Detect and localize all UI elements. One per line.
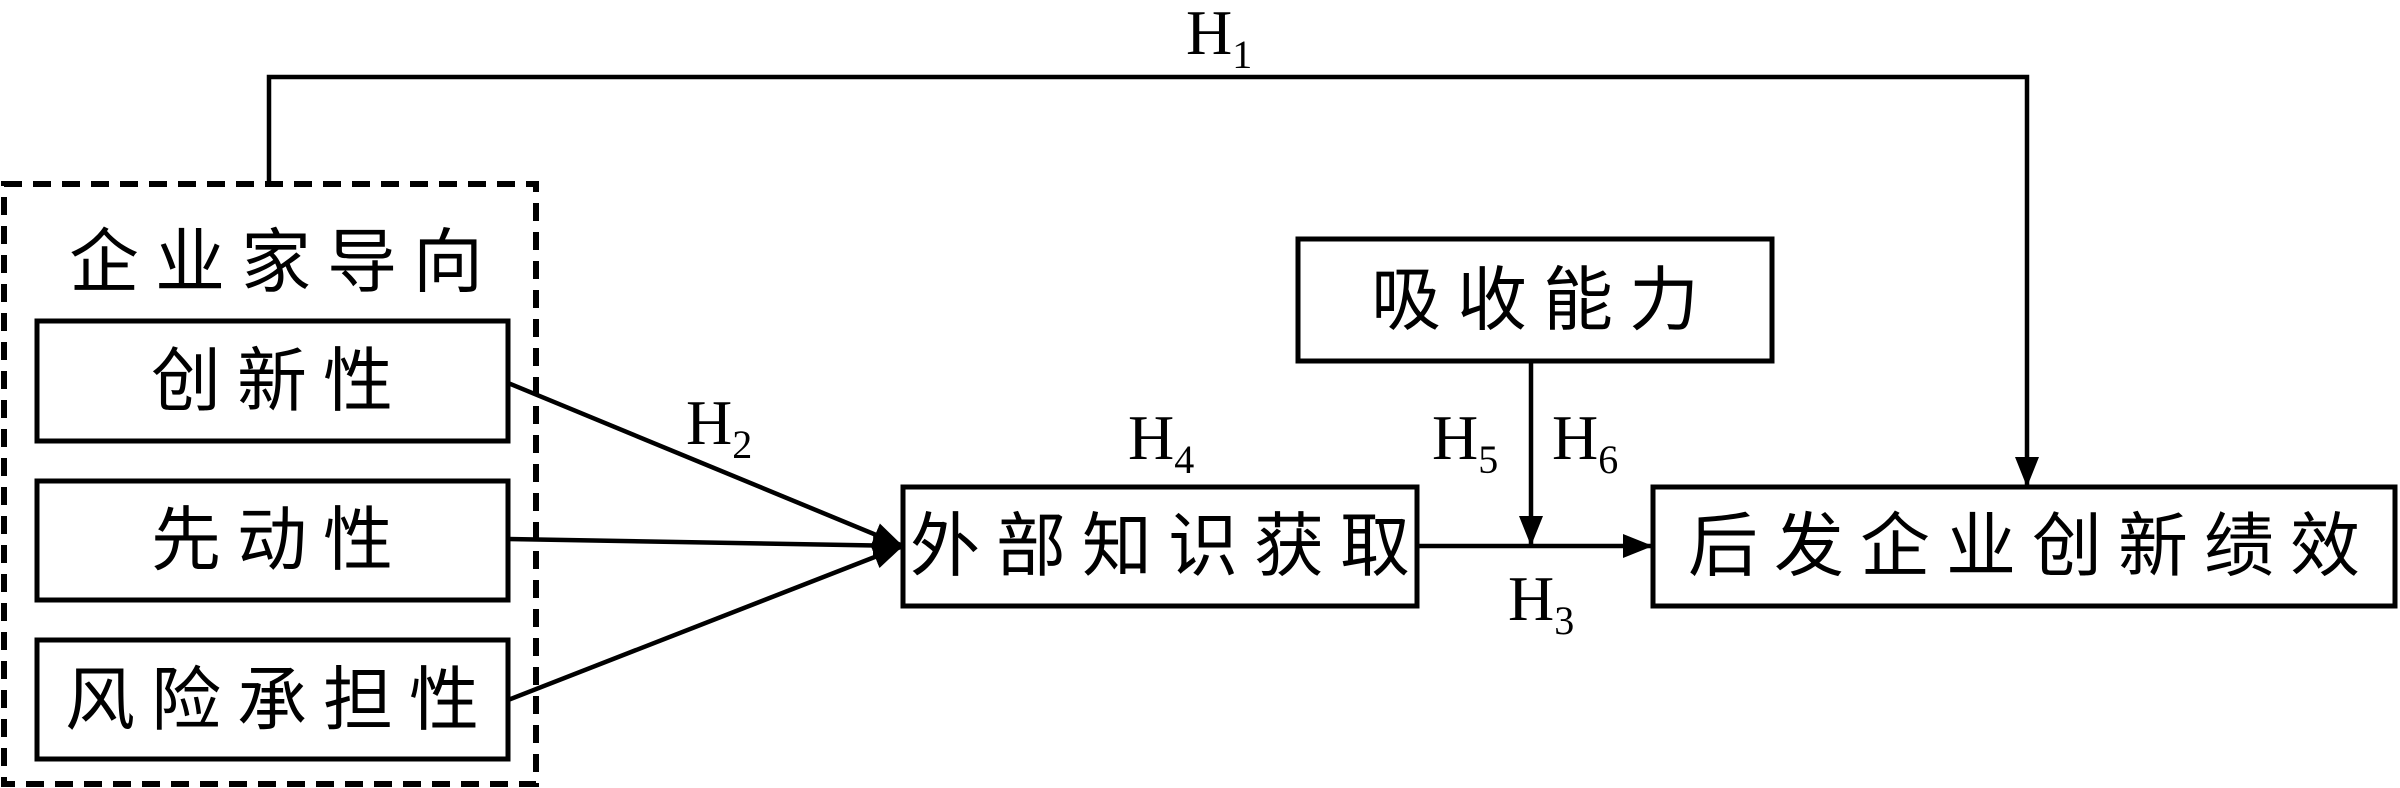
hypothesis-subscript: 4 (1174, 437, 1194, 482)
dimension-label: 先动性 (151, 499, 409, 581)
hypothesis-subscript: 1 (1232, 32, 1252, 77)
outcome-label: 后发企业创新绩效 (1688, 505, 2376, 587)
mediator-label: 外部知识获取 (910, 505, 1426, 587)
dimension-label: 创新性 (151, 340, 409, 422)
dimension-label: 风险承担性 (65, 659, 495, 741)
dimension-box-border (34, 318, 511, 444)
outcome-box-border (1650, 484, 2398, 609)
hypothesis-letter: H (1432, 402, 1478, 473)
hypothesis-subscript: 2 (732, 422, 752, 467)
moderator-box-border (1295, 236, 1775, 364)
hypothesis-letter: H (1186, 0, 1232, 68)
mediator-box: 外部知识获取 (900, 484, 1426, 609)
hypothesis-label-h2: H2 (686, 387, 752, 467)
hypothesis-label-h3: H3 (1508, 563, 1574, 643)
hypothesis-label-h5: H5 (1432, 402, 1498, 482)
hypothesis-subscript: 3 (1554, 598, 1574, 643)
arrow-h1-direct-effect (266, 74, 2039, 487)
arrow-proactiveness-to-mediator (507, 533, 904, 558)
moderator-box: 吸收能力 (1295, 236, 1775, 364)
hypothesis-label-h1: H1 (1186, 0, 1252, 77)
arrow-risk-taking-to-mediator (507, 543, 904, 703)
outcome-box: 后发企业创新绩效 (1650, 484, 2398, 609)
dimension-box-proactiveness: 先动性 (34, 478, 511, 603)
hypothesis-letter: H (686, 387, 732, 458)
arrow-innovativeness-to-mediator (507, 380, 904, 549)
hypothesis-letter: H (1128, 402, 1174, 473)
dimension-box-innovativeness: 创新性 (34, 318, 511, 444)
dimension-box-border (34, 637, 511, 762)
hypothesis-subscript: 6 (1598, 437, 1618, 482)
hypothesis-subscript: 5 (1478, 437, 1498, 482)
hypothesis-label-h6: H6 (1552, 402, 1618, 482)
moderator-label: 吸收能力 (1371, 259, 1715, 341)
dimension-box-border (34, 478, 511, 603)
hypothesis-letter: H (1552, 402, 1598, 473)
group-label: 企业家导向 (69, 221, 499, 303)
dimension-box-risk-taking: 风险承担性 (34, 637, 511, 762)
hypothesis-letter: H (1508, 563, 1554, 634)
hypothesis-label-h4: H4 (1128, 402, 1194, 482)
